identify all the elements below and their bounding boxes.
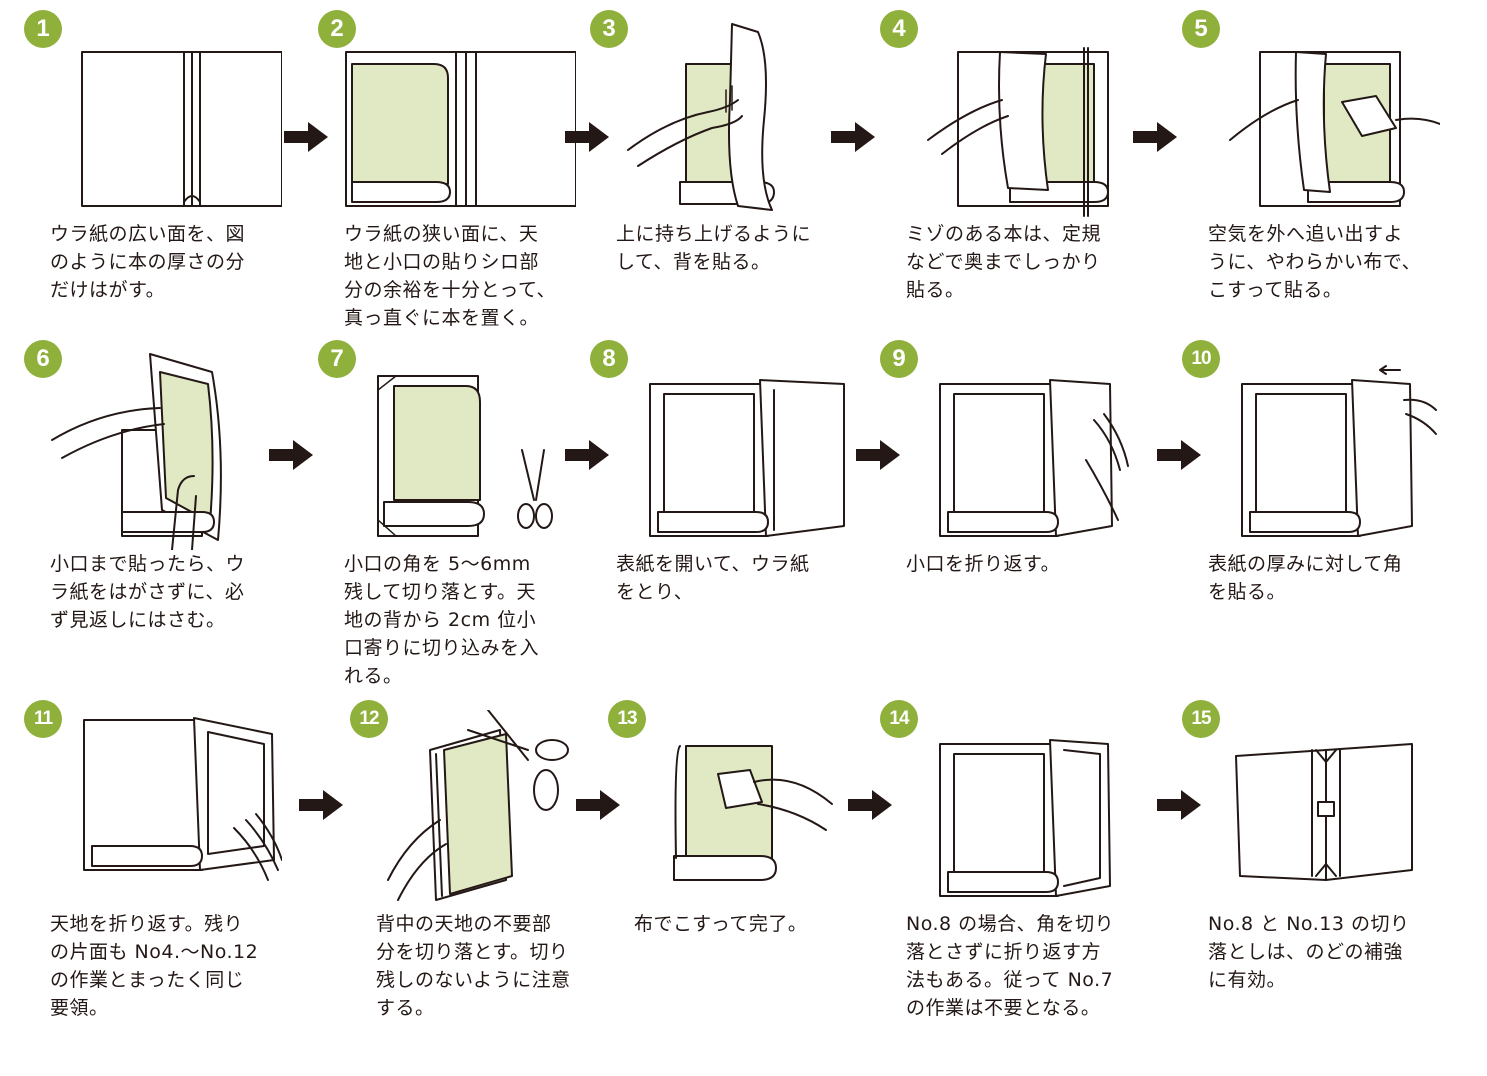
- step-13-illustration: [673, 745, 833, 881]
- step-caption: No.8 の場合、角を切り 落とさずに折り返す方 法もある。従って No.7 の…: [906, 913, 1115, 1019]
- right-arrow-icon: [284, 122, 328, 152]
- step-12: 12 背中の天地の不要部 分を切り落とす。切り 残しのないように注意 する。: [350, 700, 620, 1040]
- step-caption: 背中の天地の不要部 分を切り落とす。切り 残しのないように注意 する。: [376, 913, 571, 1019]
- step-14-illustration: [939, 739, 1111, 897]
- step-10-illustration: [1241, 365, 1437, 537]
- step-15-illustration: [1235, 743, 1413, 881]
- step-caption: 天地を折り返す。残り の片面も No4.〜No.12 の作業とまったく同じ 要領…: [50, 913, 259, 1019]
- step-caption: ウラ紙の狭い面に、天 地と小口の貼りシロ部 分の余裕を十分とって、 真っ直ぐに本…: [344, 223, 557, 329]
- right-arrow-icon: [576, 790, 620, 820]
- step-2: 2 ウラ紙の狭い面に、天 地と小口の貼りシロ部 分の余裕を十分とって、 真っ直ぐ…: [318, 10, 588, 350]
- step-number-badge: 12: [350, 700, 388, 738]
- step-7: 7 小口の角を 5〜6mm 残して切り落とす。天 地の背から 2cm 位小 口寄…: [318, 340, 588, 687]
- step-number-badge: 11: [24, 700, 62, 738]
- step-8: 8 表紙を開いて、ウラ紙 をとり、: [590, 340, 860, 680]
- step-caption: 表紙を開いて、ウラ紙 をとり、: [616, 553, 810, 603]
- right-arrow-icon: [299, 790, 343, 820]
- right-arrow-icon: [1157, 790, 1201, 820]
- step-number-badge: 6: [24, 340, 62, 378]
- step-caption: 布でこすって完了。: [634, 913, 808, 935]
- step-caption: No.8 と No.13 の切り 落としは、のどの補強 に有効。: [1208, 913, 1410, 991]
- step-1: 1 ウラ紙の広い面を、図 のように本の厚さの分 だけはがす。: [24, 10, 294, 350]
- right-arrow-icon: [848, 790, 892, 820]
- step-11-illustration: [83, 717, 282, 881]
- step-number-badge: 4: [880, 10, 918, 48]
- step-caption: 空気を外へ追い出すよ うに、やわらかい布で、 こすって貼る。: [1208, 223, 1422, 301]
- step-number-badge: 14: [880, 700, 918, 738]
- step-4-illustration: [927, 47, 1109, 217]
- step-3: 3 上に持ち上げるように して、背を貼る。: [590, 10, 860, 350]
- step-caption: 表紙の厚みに対して角 を貼る。: [1208, 553, 1403, 603]
- step-number-badge: 9: [880, 340, 918, 378]
- step-number-badge: 1: [24, 10, 62, 48]
- step-15: 15 No.8 と No.13 の切り 落としは、のどの補強 に有効。: [1182, 700, 1452, 1040]
- step-5: 5 空気を外へ追い出すよ うに、やわらかい布で、 こすって貼る。: [1182, 10, 1452, 350]
- step-caption: ウラ紙の広い面を、図 のように本の厚さの分 だけはがす。: [50, 223, 246, 301]
- step-7-illustration: [377, 375, 553, 537]
- step-8-illustration: [649, 379, 845, 537]
- step-number-badge: 5: [1182, 10, 1220, 48]
- step-13: 13 布でこすって完了。: [608, 700, 878, 1040]
- step-9: 9 小口を折り返す。: [880, 340, 1150, 680]
- step-number-badge: 13: [608, 700, 646, 738]
- step-2-illustration: [345, 51, 576, 207]
- step-10: 10 表紙の厚みに対して角 を貼る。: [1182, 340, 1452, 680]
- right-arrow-icon: [269, 440, 313, 470]
- step-caption: 上に持ち上げるように して、背を貼る。: [616, 223, 812, 273]
- right-arrow-icon: [1157, 440, 1201, 470]
- step-12-illustration: [387, 710, 569, 901]
- step-4: 4 ミゾのある本は、定規 などで奥までしっかり 貼る。: [880, 10, 1150, 350]
- step-caption: 小口の角を 5〜6mm 残して切り落とす。天 地の背から 2cm 位小 口寄りに…: [344, 553, 540, 687]
- step-11: 11 天地を折り返す。残り の片面も No4.〜No.12 の作業とまったく同じ…: [24, 700, 294, 1040]
- right-arrow-icon: [565, 440, 609, 470]
- step-1-illustration: [81, 51, 282, 207]
- step-number-badge: 2: [318, 10, 356, 48]
- right-arrow-icon: [1133, 122, 1177, 152]
- right-arrow-icon: [831, 122, 875, 152]
- step-14: 14 No.8 の場合、角を切り 落とさずに折り返す方 法もある。従って No.…: [880, 700, 1150, 1040]
- step-5-illustration: [1229, 51, 1440, 207]
- step-number-badge: 7: [318, 340, 356, 378]
- step-number-badge: 8: [590, 340, 628, 378]
- step-caption: 小口まで貼ったら、ウ ラ紙をはがさずに、必 ず見返しにはさむ。: [50, 553, 246, 631]
- right-arrow-icon: [856, 440, 900, 470]
- step-number-badge: 10: [1182, 340, 1220, 378]
- step-3-illustration: [627, 23, 775, 211]
- step-caption: ミゾのある本は、定規 などで奥までしっかり 貼る。: [906, 223, 1102, 301]
- step-6: 6 小口まで貼ったら、ウ ラ紙をはがさずに、必 ず見返しにはさむ。: [24, 340, 294, 680]
- right-arrow-icon: [565, 122, 609, 152]
- step-number-badge: 3: [590, 10, 628, 48]
- step-9-illustration: [939, 379, 1129, 537]
- step-6-illustration: [51, 353, 222, 550]
- step-caption: 小口を折り返す。: [906, 553, 1061, 575]
- step-number-badge: 15: [1182, 700, 1220, 738]
